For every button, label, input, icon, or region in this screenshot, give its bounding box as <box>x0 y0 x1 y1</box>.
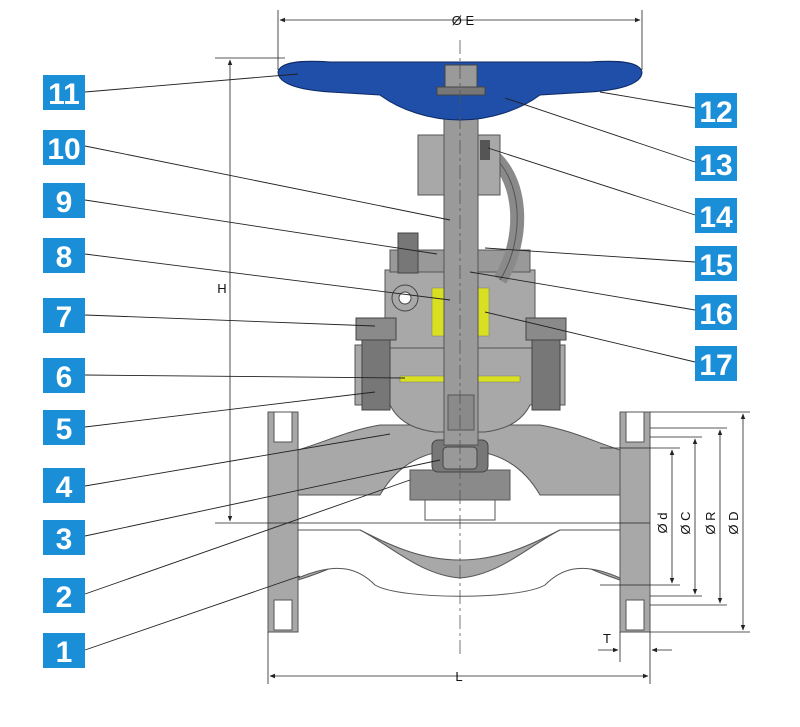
callout-label-13: 13 <box>699 149 732 182</box>
callout-badge-5: 5 <box>43 410 85 446</box>
dimension-r-label: Ø R <box>703 511 718 534</box>
callout-label-6: 6 <box>56 361 73 394</box>
callout-label-8: 8 <box>56 241 73 274</box>
callout-badges: 11 10 9 8 7 6 5 4 <box>43 75 737 669</box>
eye-bolt <box>397 232 419 274</box>
callout-badge-4: 4 <box>43 468 85 504</box>
callout-badge-15: 15 <box>695 246 737 282</box>
leader-lines <box>84 73 696 651</box>
dimension-r: Ø R <box>650 427 727 606</box>
callout-label-17: 17 <box>699 349 732 382</box>
dimension-h-label: H <box>217 281 226 296</box>
dimension-d-large: Ø D <box>650 411 750 633</box>
callout-label-2: 2 <box>56 581 73 614</box>
dimension-c-label: Ø C <box>678 511 693 534</box>
handwheel-nut <box>444 64 478 90</box>
callout-badge-2: 2 <box>43 578 85 614</box>
callout-badge-13: 13 <box>695 146 737 182</box>
packing-right <box>476 287 490 337</box>
callout-label-1: 1 <box>56 636 73 669</box>
callout-badge-17: 17 <box>695 346 737 382</box>
callout-label-16: 16 <box>699 298 732 331</box>
dimension-c: Ø C <box>650 436 702 597</box>
callout-label-7: 7 <box>56 301 73 334</box>
dimension-d-small-label: Ø d <box>655 513 670 534</box>
callout-badge-16: 16 <box>695 295 737 331</box>
callout-label-10: 10 <box>47 133 80 166</box>
callout-label-5: 5 <box>56 413 73 446</box>
callout-label-12: 12 <box>699 96 732 129</box>
callout-badge-6: 6 <box>43 358 85 394</box>
right-flange <box>619 411 651 633</box>
left-flange <box>267 411 299 633</box>
dimension-e: Ø E <box>277 10 643 70</box>
valve-body <box>267 411 651 633</box>
stem <box>443 84 479 446</box>
callout-label-11: 11 <box>48 78 80 111</box>
callout-label-3: 3 <box>56 523 73 556</box>
dimension-e-label: Ø E <box>452 13 475 28</box>
dimension-t-label: T <box>603 631 611 646</box>
callout-badge-10: 10 <box>43 130 85 166</box>
callout-label-4: 4 <box>56 471 73 504</box>
callout-label-9: 9 <box>56 186 73 219</box>
dimension-t: T <box>598 631 672 662</box>
callout-badge-11: 11 <box>43 75 85 111</box>
callout-badge-9: 9 <box>43 183 85 219</box>
packing-left <box>431 287 445 337</box>
dimension-l-label: L <box>455 669 462 684</box>
callout-badge-12: 12 <box>695 93 737 129</box>
callout-badge-8: 8 <box>43 238 85 274</box>
callout-label-14: 14 <box>699 201 733 234</box>
callout-badge-3: 3 <box>43 520 85 556</box>
dimension-l: L <box>267 632 651 684</box>
callout-badge-14: 14 <box>695 198 737 234</box>
callout-badge-1: 1 <box>43 633 85 669</box>
dimension-d-large-label: Ø D <box>726 511 741 534</box>
callout-label-15: 15 <box>699 249 732 282</box>
callout-badge-7: 7 <box>43 298 85 334</box>
dimension-d-small: Ø d <box>600 447 680 586</box>
